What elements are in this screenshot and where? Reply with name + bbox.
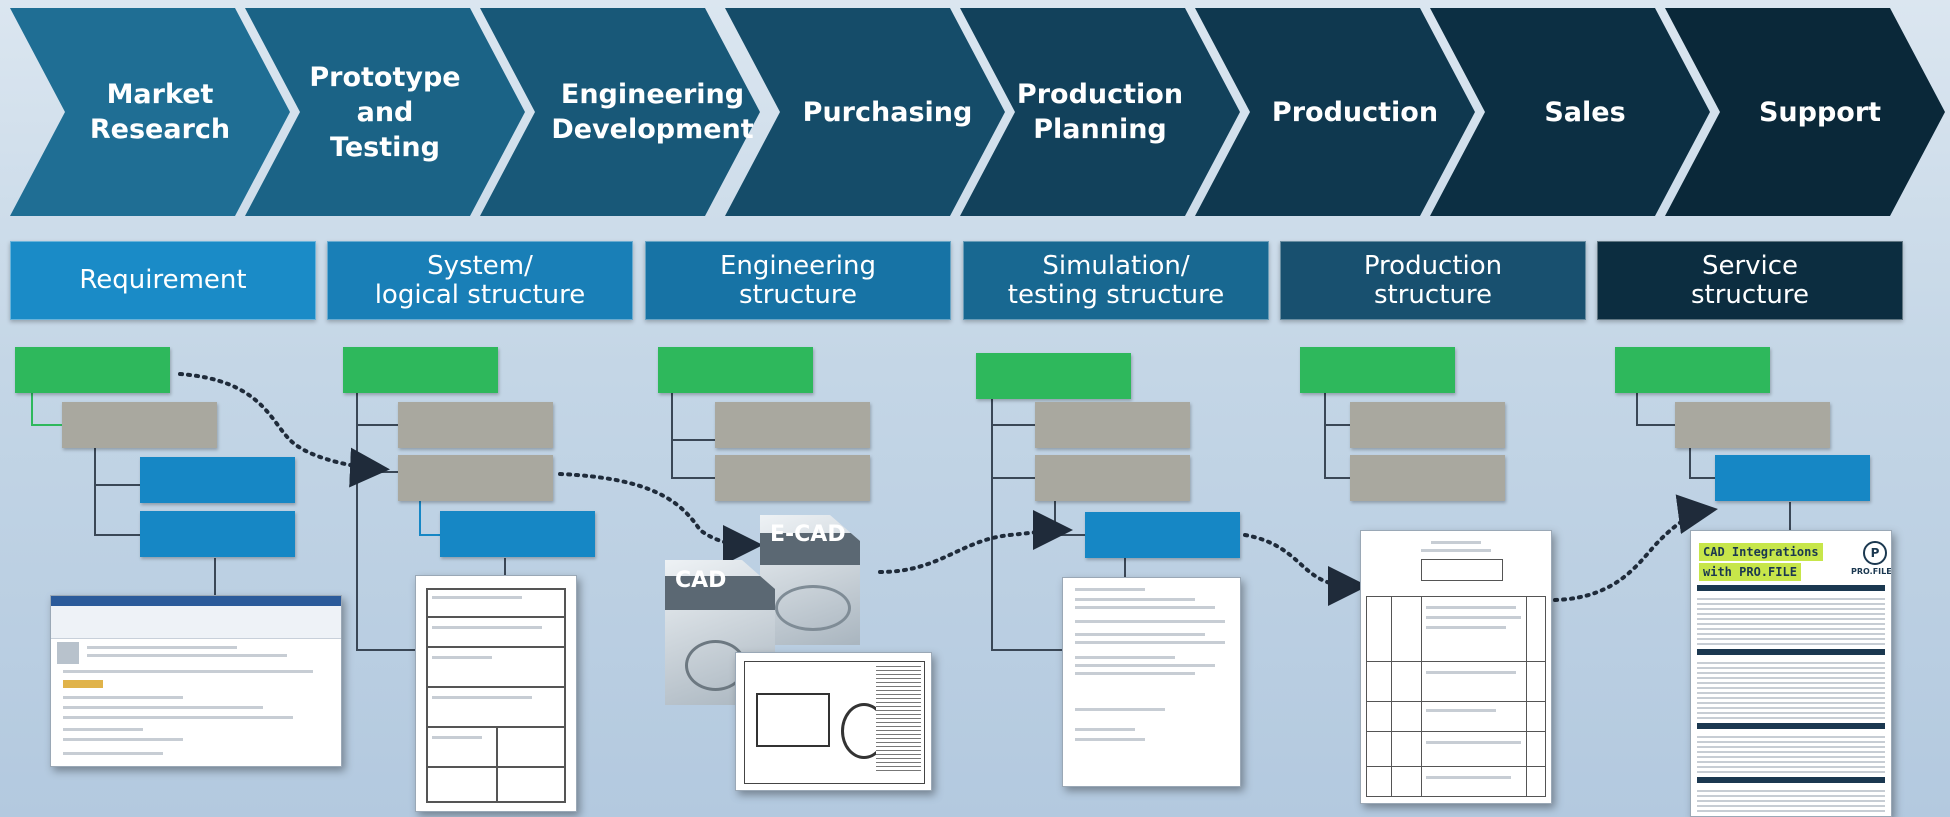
- structure-production: Production structure: [1280, 241, 1586, 320]
- structure-simulation-testing: Simulation/ testing structure: [963, 241, 1269, 320]
- cad-label: CAD: [675, 568, 727, 593]
- tree-node-blue: [440, 511, 595, 557]
- tree-node-gray: [398, 402, 553, 448]
- profile-logo-icon: P: [1863, 541, 1887, 565]
- tree-node-blue: [140, 511, 295, 557]
- tree-node-blue: [1715, 455, 1870, 501]
- tree-node-gray: [62, 402, 217, 448]
- stage-chevron: [960, 8, 1240, 216]
- stage-chevron: [1195, 8, 1475, 216]
- profile-title-line1: CAD Integrations: [1699, 543, 1823, 561]
- tree-node-gray: [1675, 402, 1830, 448]
- tree-node-blue: [140, 457, 295, 503]
- tree-node-green: [343, 347, 498, 393]
- stage-chevron: [1665, 8, 1945, 216]
- structure-system-logical: System/ logical structure: [327, 241, 633, 320]
- report-document: [1062, 577, 1241, 787]
- form-document: [415, 575, 577, 812]
- ecad-label: E-CAD: [770, 522, 846, 547]
- structure-engineering: Engineering structure: [645, 241, 951, 320]
- profile-brand: PRO.FILE: [1851, 567, 1892, 576]
- tree-node-gray: [1350, 402, 1505, 448]
- tree-node-green: [976, 353, 1131, 399]
- planning-table-document: [1360, 530, 1552, 804]
- avatar: [57, 642, 79, 664]
- tree-node-gray: [1035, 402, 1190, 448]
- process-chevrons: [10, 8, 1945, 216]
- ecad-file-icon: [760, 515, 860, 645]
- structure-service: Service structure: [1597, 241, 1903, 320]
- structure-requirement: Requirement: [10, 241, 316, 320]
- tree-node-gray: [1035, 455, 1190, 501]
- tree-node-green: [1300, 347, 1455, 393]
- stage-chevron: [1430, 8, 1710, 216]
- tree-node-gray: [715, 402, 870, 448]
- profile-datasheet-document: CAD Integrations with PRO.FILE P PRO.FIL…: [1690, 530, 1892, 817]
- tree-node-green: [1615, 347, 1770, 393]
- tree-node-gray: [1350, 455, 1505, 501]
- stage-chevron: [10, 8, 290, 216]
- stage-chevron: [480, 8, 760, 216]
- profile-title-line2: with PRO.FILE: [1699, 563, 1801, 581]
- tree-node-gray: [715, 455, 870, 501]
- tree-node-gray: [398, 455, 553, 501]
- tree-node-blue: [1085, 512, 1240, 558]
- tree-node-green: [658, 347, 813, 393]
- cad-drawing-document: [735, 652, 932, 791]
- stage-chevron: [725, 8, 1005, 216]
- email-document: [50, 595, 342, 767]
- stage-chevron: [245, 8, 525, 216]
- tree-node-green: [15, 347, 170, 393]
